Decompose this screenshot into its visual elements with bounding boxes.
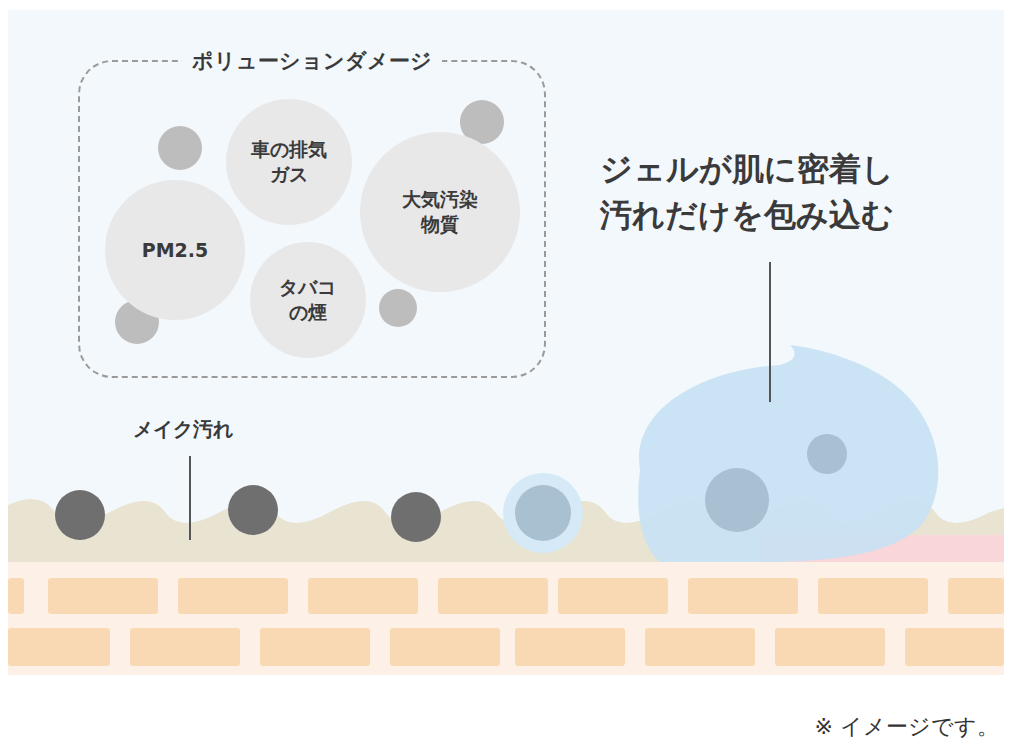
gel-bubble [503, 473, 583, 553]
callout-text: ジェルが肌に密着し 汚れだけを包み込む [600, 146, 980, 239]
pollutant-circle: 大気汚染 物質 [360, 132, 520, 292]
caption: ※ イメージです。 [815, 712, 999, 742]
pollutant-circle: PM2.5 [105, 180, 245, 320]
part-label: メイク汚れ [133, 416, 233, 442]
background [8, 10, 1004, 675]
wrapped-dirt [705, 468, 769, 532]
node-text: 車の排気 ガス [245, 137, 332, 186]
group-box: ポリューションダメージ車の排気 ガス大気汚染 物質PM2.5タバコ の煙 [78, 60, 546, 378]
skin-base [8, 560, 1004, 675]
gel-blob [638, 345, 938, 562]
wrapped-dirt [807, 434, 847, 474]
leader-line [769, 262, 771, 402]
pollutant-circle: 車の排気 ガス [226, 99, 352, 225]
skin-cells [8, 578, 1004, 666]
wrapped-dirt [515, 485, 571, 541]
leader-line [189, 456, 191, 540]
group-heading: ポリューションダメージ [182, 47, 442, 75]
pollutant-circle: タバコ の煙 [250, 242, 366, 358]
node-text: タバコ の煙 [264, 275, 351, 324]
node-text: 大気汚染 物質 [396, 187, 483, 236]
makeup-dirt [55, 485, 441, 542]
node-text: PM2.5 [142, 238, 209, 263]
